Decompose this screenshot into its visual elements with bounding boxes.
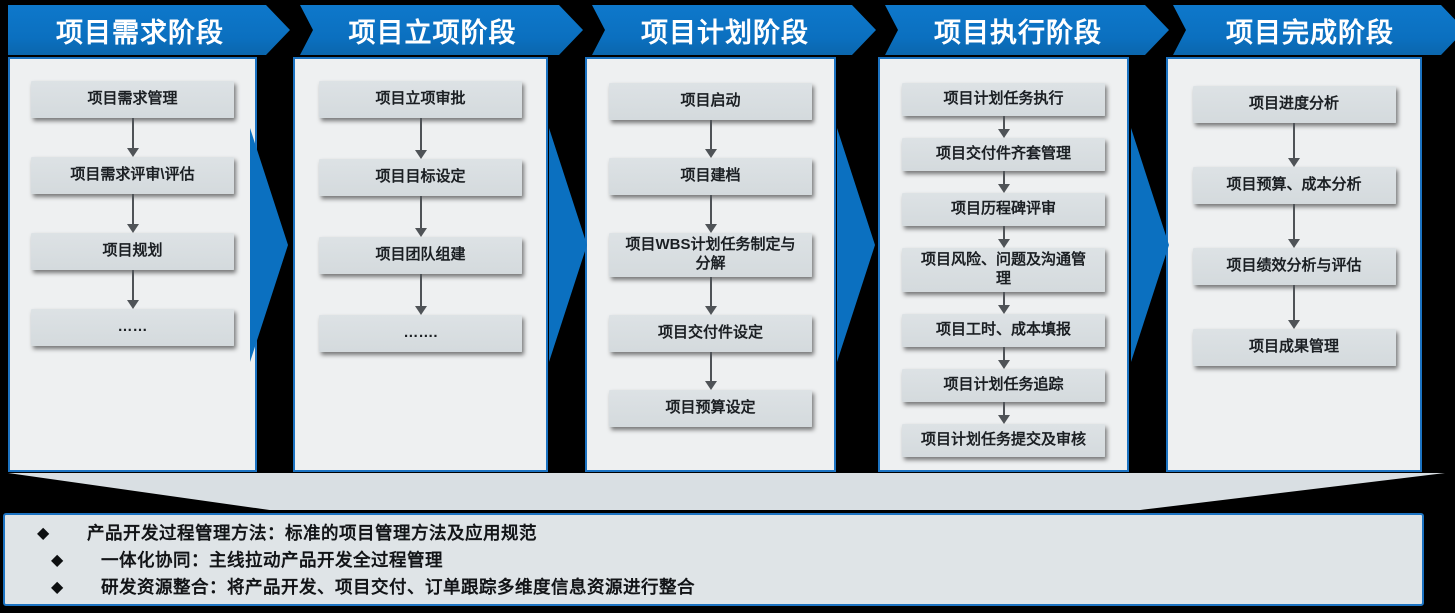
funnel-shape — [8, 473, 1445, 510]
down-arrow-icon — [998, 226, 1010, 248]
bullet-text: 研发资源整合：将产品开发、项目交付、订单跟踪多维度信息资源进行整合 — [101, 577, 695, 597]
summary-panel: ◆ 产品开发过程管理方法：标准的项目管理方法及应用规范 ◆ 一体化协同：主线拉动… — [3, 513, 1424, 606]
down-arrow-icon — [127, 194, 139, 233]
phase-transition-arrow-icon — [250, 128, 288, 362]
step-box: 项目交付件设定 — [609, 314, 812, 352]
bullet-item: ◆ 研发资源整合：将产品开发、项目交付、订单跟踪多维度信息资源进行整合 — [37, 573, 1402, 600]
down-arrow-icon — [415, 196, 427, 237]
bullet-text: 一体化协同：主线拉动产品开发全过程管理 — [101, 550, 443, 570]
step-box: 项目风险、问题及沟通管理 — [902, 248, 1105, 292]
step-box: 项目进度分析 — [1192, 86, 1396, 123]
phase-header-completion: 项目完成阶段 — [1173, 5, 1455, 55]
diamond-bullet-icon: ◆ — [37, 524, 50, 542]
phase-column-initiation: 项目立项审批 项目目标设定 项目团队组建 ……. — [293, 57, 548, 472]
step-box: 项目成果管理 — [1192, 329, 1396, 366]
step-box: 项目历程碑评审 — [902, 193, 1105, 226]
down-arrow-icon — [998, 347, 1010, 369]
phase-title: 项目需求阶段 — [56, 17, 224, 48]
step-box: 项目绩效分析与评估 — [1192, 248, 1396, 285]
step-box: 项目计划任务执行 — [902, 83, 1105, 116]
phase-header-initiation: 项目立项阶段 — [300, 5, 583, 55]
phase-header-planning: 项目计划阶段 — [592, 5, 876, 55]
step-box: 项目WBS计划任务制定与分解 — [609, 233, 812, 277]
step-box: 项目启动 — [609, 83, 812, 120]
down-arrow-icon — [998, 116, 1010, 138]
down-arrow-icon — [415, 118, 427, 159]
down-arrow-icon — [127, 118, 139, 157]
down-arrow-icon — [705, 277, 717, 315]
diamond-bullet-icon: ◆ — [51, 578, 64, 596]
phase-column-planning: 项目启动 项目建档 项目WBS计划任务制定与分解 项目交付件设定 项目预算设定 — [585, 57, 836, 472]
step-box: 项目工时、成本填报 — [902, 313, 1105, 347]
step-box: 项目预算设定 — [609, 389, 812, 427]
down-arrow-icon — [705, 120, 717, 158]
phase-transition-arrow-icon — [549, 128, 587, 362]
phase-column-execution: 项目计划任务执行 项目交付件齐套管理 项目历程碑评审 项目风险、问题及沟通管理 … — [878, 57, 1129, 472]
down-arrow-icon — [415, 274, 427, 315]
down-arrow-icon — [998, 171, 1010, 193]
phase-title: 项目完成阶段 — [1226, 17, 1394, 48]
step-box: 项目建档 — [609, 158, 812, 195]
diamond-bullet-icon: ◆ — [51, 551, 64, 569]
step-box: 项目规划 — [31, 233, 234, 270]
down-arrow-icon — [705, 195, 717, 233]
down-arrow-icon — [127, 270, 139, 309]
phase-header-execution: 项目执行阶段 — [885, 5, 1169, 55]
bullet-item: ◆ 产品开发过程管理方法：标准的项目管理方法及应用规范 — [37, 519, 1402, 546]
down-arrow-icon — [998, 402, 1010, 424]
down-arrow-icon — [705, 352, 717, 390]
down-arrow-icon — [998, 292, 1010, 314]
step-box: 项目需求管理 — [31, 81, 234, 118]
step-box: 项目目标设定 — [319, 159, 522, 196]
phase-title: 项目计划阶段 — [641, 17, 809, 48]
step-box-ellipsis: ……. — [319, 315, 522, 352]
phase-title: 项目立项阶段 — [348, 17, 517, 48]
phase-header-requirements: 项目需求阶段 — [8, 5, 290, 55]
step-box: 项目交付件齐套管理 — [902, 138, 1105, 171]
down-arrow-icon — [1288, 123, 1300, 167]
step-box: 项目预算、成本分析 — [1192, 167, 1396, 204]
step-box-ellipsis: …… — [31, 309, 234, 346]
phase-title: 项目执行阶段 — [934, 17, 1102, 48]
phase-transition-arrow-icon — [1131, 128, 1169, 362]
step-box: 项目计划任务追踪 — [902, 368, 1105, 402]
bullet-item: ◆ 一体化协同：主线拉动产品开发全过程管理 — [37, 546, 1402, 573]
down-arrow-icon — [1288, 285, 1300, 329]
step-box: 项目立项审批 — [319, 81, 522, 118]
phase-column-completion: 项目进度分析 项目预算、成本分析 项目绩效分析与评估 项目成果管理 — [1166, 57, 1422, 472]
step-box: 项目计划任务提交及审核 — [902, 423, 1105, 457]
step-box: 项目团队组建 — [319, 237, 522, 274]
phase-column-requirements: 项目需求管理 项目需求评审\评估 项目规划 …… — [8, 57, 257, 472]
phase-transition-arrow-icon — [837, 128, 875, 362]
bullet-text: 产品开发过程管理方法：标准的项目管理方法及应用规范 — [87, 523, 537, 543]
step-box: 项目需求评审\评估 — [31, 157, 234, 194]
down-arrow-icon — [1288, 204, 1300, 248]
